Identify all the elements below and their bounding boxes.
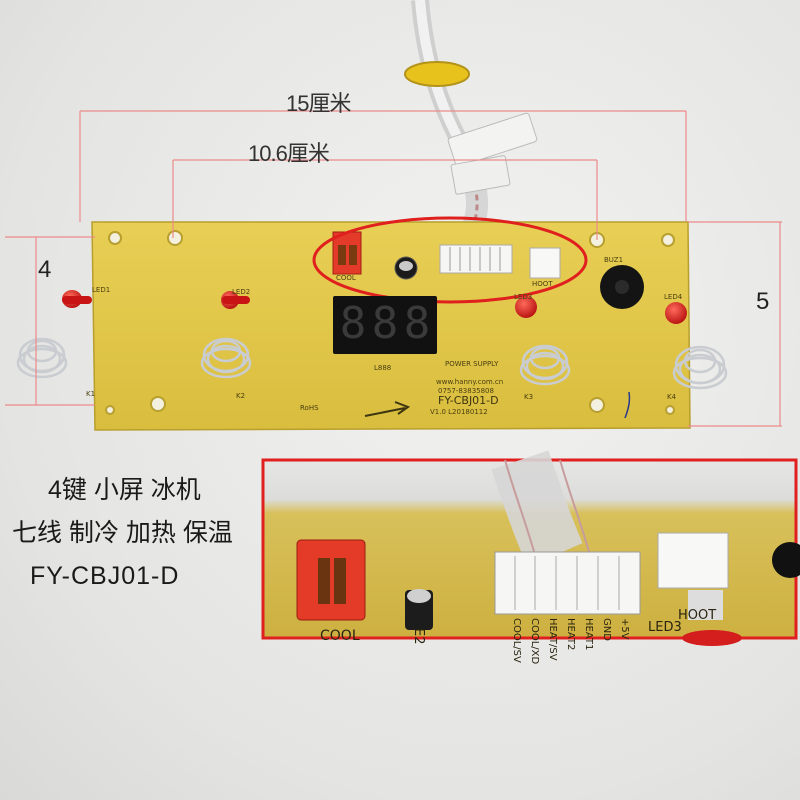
inner-width-label: 10.6厘米 <box>248 141 330 166</box>
cool-connector-label: COOL <box>336 274 356 282</box>
led3-label: LED3 <box>514 293 533 301</box>
website-label: www.hanny.com.cn <box>436 378 504 386</box>
dimension-lines <box>5 110 782 427</box>
width-label: 15厘米 <box>286 91 351 116</box>
wire-harness <box>404 0 538 240</box>
pcb-connectors <box>332 231 644 309</box>
right-height-label: 5 <box>756 288 770 315</box>
mounting-holes <box>105 230 675 415</box>
zoom-pin-label: COOL/XD <box>529 618 540 665</box>
caption-line1: 4键 小屏 冰机 <box>48 476 201 504</box>
zoom-panel <box>261 450 800 646</box>
led2-label: LED2 <box>232 288 251 296</box>
caption-line3: FY-CBJ01-D <box>30 562 180 590</box>
rohs-label: RoHS <box>300 404 319 412</box>
hoot-connector-label: HOOT <box>532 280 553 288</box>
key4-label: K4 <box>667 393 677 401</box>
zoom-cool-label: COOL <box>320 628 360 644</box>
caption-line2: 七线 制冷 加热 保温 <box>12 519 233 547</box>
led-group <box>62 290 687 324</box>
power-supply-label: POWER SUPPLY <box>445 360 499 368</box>
zoom-pin-label: HEAT2 <box>565 618 576 651</box>
spring-contacts <box>16 337 728 390</box>
zoom-pin-label: GND <box>601 618 612 641</box>
display-digit: 8 <box>339 298 367 349</box>
zoom-pin-label: HEAT/SV <box>547 618 558 661</box>
zoom-pin-label: HEAT1 <box>583 618 594 651</box>
phone-label: 0757-83835808 <box>438 387 494 395</box>
buzzer-label: BUZ1 <box>604 256 624 264</box>
led1-label: LED1 <box>92 286 111 294</box>
highlight-ellipse <box>312 216 588 304</box>
left-height-label: 4 <box>38 256 52 283</box>
zoom-capacitor-label: E2 <box>411 628 426 645</box>
model-label: FY-CBJ01-D <box>438 394 499 407</box>
version-label: V1.0 L20180112 <box>430 408 488 416</box>
display-part-label: L888 <box>374 364 392 372</box>
zoom-pin-label: COOL/SV <box>511 618 522 663</box>
zoom-pin-label: +5V <box>619 618 630 640</box>
display-digit: 8 <box>403 298 431 349</box>
zoom-hoot-label: HOOT <box>678 608 717 623</box>
zoom-led-label: LED3 <box>648 620 682 635</box>
key1-label: K1 <box>86 390 96 398</box>
led4-label: LED4 <box>664 293 683 301</box>
display-digit: 8 <box>371 298 399 349</box>
seven-segment-display: 8 8 8 <box>333 296 437 354</box>
key3-label: K3 <box>524 393 534 401</box>
key2-label: K2 <box>236 392 246 400</box>
